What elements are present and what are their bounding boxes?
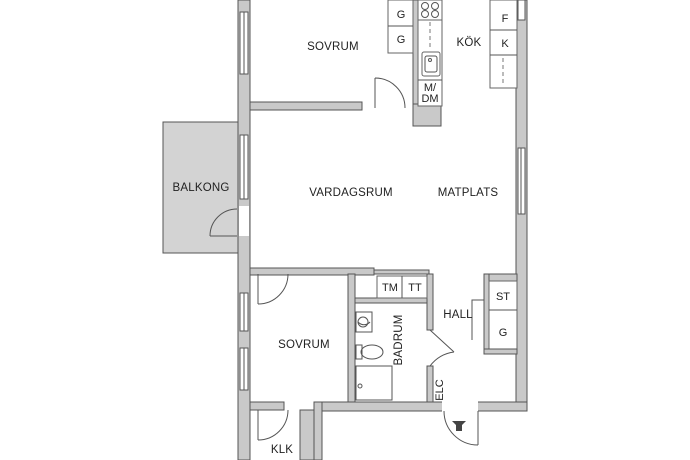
label-balkong: BALKONG	[172, 182, 229, 194]
label-elc: ELC	[434, 379, 446, 400]
bottom-wall-right	[317, 401, 528, 412]
wall-klk-divider	[313, 401, 323, 460]
door-klk	[257, 409, 289, 441]
wall-klk-inner	[299, 409, 315, 460]
wash-basin	[355, 311, 373, 333]
wall-bath-right	[426, 273, 434, 331]
label-hall: HALL	[443, 309, 473, 321]
label-dm: DM	[421, 93, 438, 105]
door-sovrum-top	[374, 77, 406, 109]
wall-bath-right-low	[426, 365, 434, 403]
label-sovrum-top: SOVRUM	[307, 41, 359, 53]
label-k: K	[501, 38, 509, 50]
wall-klk-top	[249, 401, 285, 411]
right-window-top	[517, 0, 526, 21]
closet	[488, 280, 518, 350]
kitchen-counter-end	[412, 103, 442, 127]
wall-sovrum-top-bottom	[249, 101, 363, 111]
door-sovrum-bottom	[257, 273, 289, 305]
sink	[421, 51, 441, 77]
label-g-1: G	[397, 9, 406, 21]
label-f: F	[502, 13, 509, 25]
label-sovrum-bottom: SOVRUM	[278, 339, 330, 351]
door-closet	[471, 299, 484, 340]
entrance-arrow-icon	[452, 421, 466, 431]
label-tm: TM	[382, 282, 398, 294]
label-g-2: G	[397, 34, 406, 46]
toilet	[360, 344, 384, 360]
label-matplats: MATPLATS	[438, 187, 499, 199]
door-badrum	[429, 329, 455, 367]
wall-bath-top	[354, 297, 428, 304]
balcony-door-opening	[239, 206, 249, 236]
label-klk: KLK	[271, 444, 293, 456]
stove	[417, 0, 443, 21]
entrance-opening	[442, 401, 478, 412]
label-st: ST	[496, 291, 510, 303]
label-g-3: G	[499, 327, 508, 339]
label-kok: KÖK	[457, 37, 482, 49]
label-badrum: BADRUM	[393, 314, 405, 365]
balcony-area	[162, 121, 239, 254]
wall-hall-top	[373, 269, 430, 275]
label-m: M/	[424, 82, 437, 94]
wall-sovrum-bath	[347, 273, 356, 403]
shower	[355, 365, 393, 401]
label-vardagsrum: VARDAGSRUM	[309, 187, 393, 199]
label-tt: TT	[408, 282, 422, 294]
door-balkong	[209, 208, 238, 237]
door-entrance	[443, 410, 479, 446]
